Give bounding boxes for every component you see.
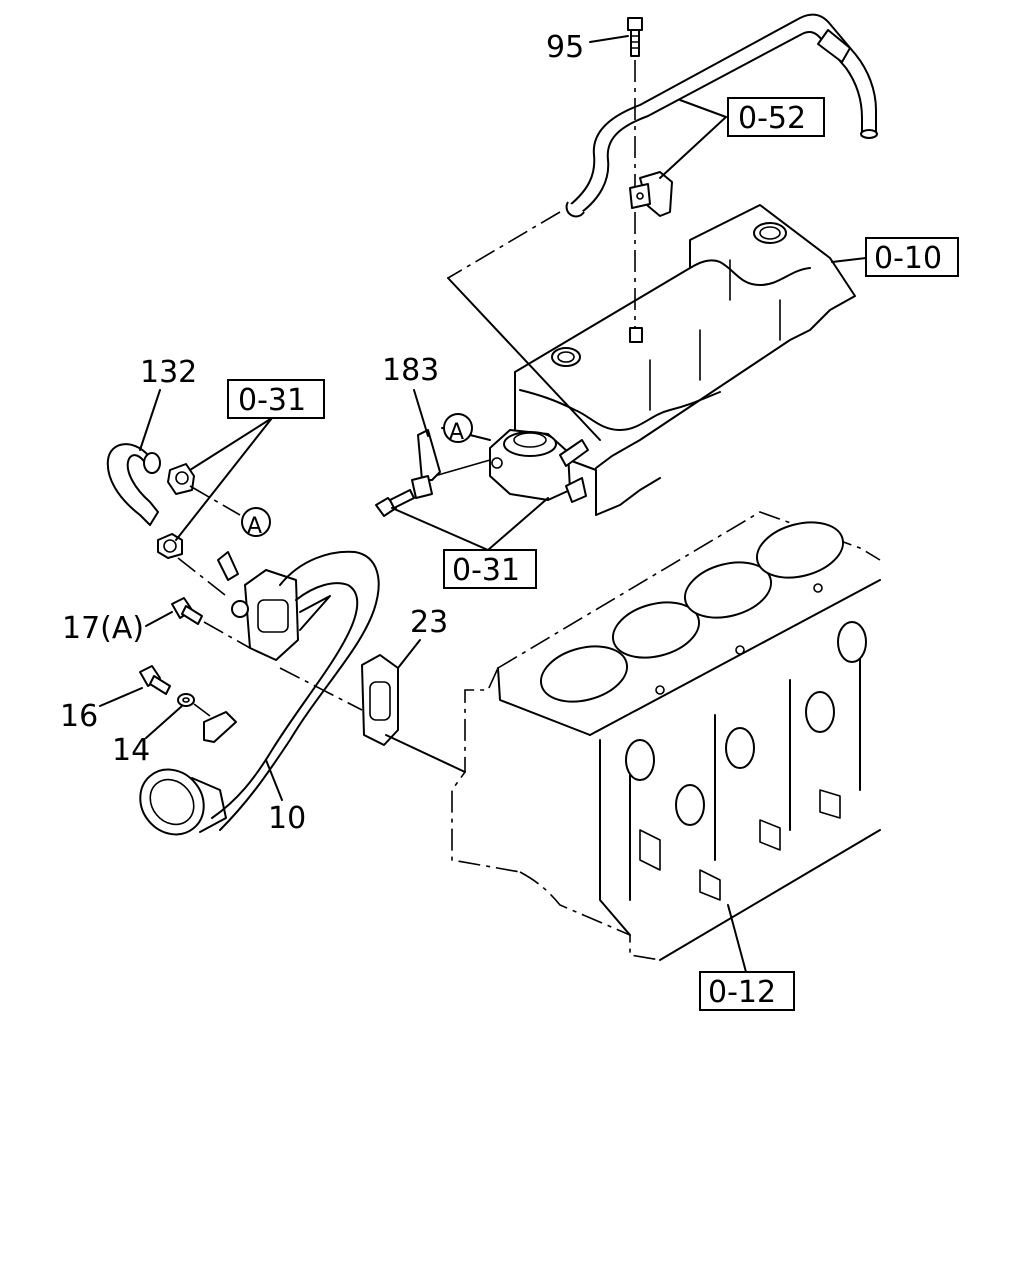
cylinder-block — [451, 511, 881, 961]
callout-14: 14 — [112, 733, 150, 768]
callout-010: 0-10 — [874, 241, 942, 276]
leader-line — [447, 277, 601, 441]
projection-line — [177, 557, 226, 596]
bolt-cover — [375, 489, 415, 517]
reference-a-left: A — [247, 514, 262, 539]
callout-012: 0-12 — [708, 975, 776, 1010]
gasket-23 — [361, 654, 399, 746]
washer-14 — [177, 693, 195, 707]
callout-box-052 — [727, 97, 825, 137]
callout-box-031-top — [227, 379, 325, 419]
hose-clamp-upper — [167, 463, 195, 495]
projection-line — [193, 703, 211, 717]
callout-10: 10 — [268, 801, 306, 836]
reference-a-circle-left — [241, 507, 271, 537]
pipe-clip — [629, 171, 673, 217]
callout-16: 16 — [60, 699, 98, 734]
callout-132: 132 — [140, 355, 197, 390]
reference-a-circle-top — [443, 413, 473, 443]
bolt-95 — [627, 17, 643, 330]
callout-031-top: 0-31 — [238, 383, 306, 418]
water-pipe-10 — [139, 550, 380, 836]
hose-132 — [106, 443, 161, 526]
callout-box-010 — [865, 237, 959, 277]
callout-box-012 — [699, 971, 795, 1011]
leader-line — [385, 734, 466, 773]
callout-95: 95 — [546, 30, 584, 65]
callout-box-031-bottom — [443, 549, 537, 589]
callout-052: 0-52 — [738, 101, 806, 136]
cover-stud — [629, 327, 643, 343]
callout-031-bottom: 0-31 — [452, 553, 520, 588]
breather-pipe — [565, 13, 878, 218]
bolt-17a — [171, 597, 251, 649]
projection-line — [189, 485, 241, 516]
callout-17a: 17(A) — [62, 611, 144, 646]
callout-183: 183 — [382, 353, 439, 388]
head-cover — [514, 204, 856, 516]
bolt-16 — [139, 665, 171, 695]
projection-line — [279, 667, 363, 711]
projection-line — [447, 211, 561, 279]
leader-lines — [99, 35, 867, 973]
cover-valve-assembly — [489, 429, 589, 503]
reference-a-top: A — [449, 420, 464, 445]
callout-23: 23 — [410, 605, 448, 640]
